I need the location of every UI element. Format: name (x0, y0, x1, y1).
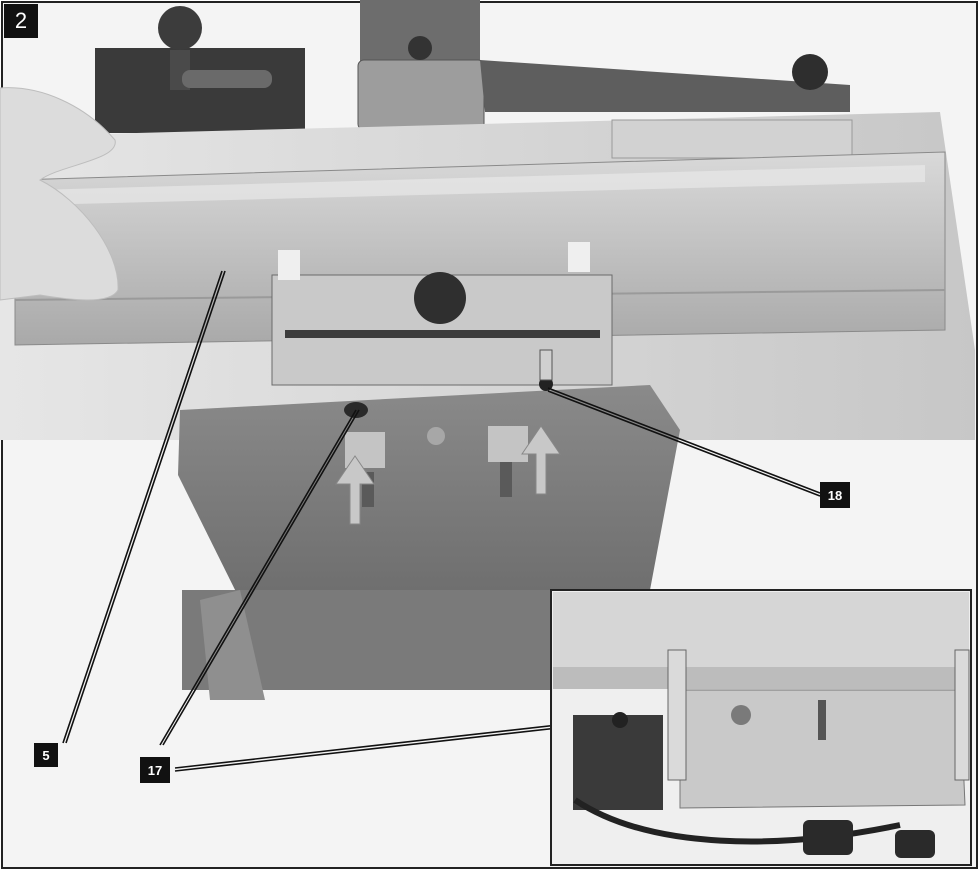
inset-photo (551, 590, 971, 865)
callout-label-18: 18 (820, 482, 850, 508)
callout-label-17: 17 (140, 757, 170, 783)
callout-label-5: 5 (34, 743, 58, 767)
figure-number: 2 (4, 4, 38, 38)
